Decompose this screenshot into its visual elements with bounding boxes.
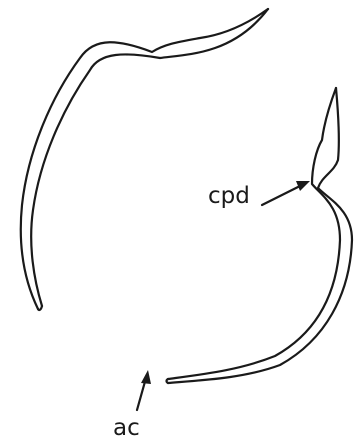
left-shell-outline — [21, 9, 268, 310]
cpd-annotation: cpd — [208, 181, 310, 209]
right-shell-outline — [167, 88, 353, 383]
ac-label: ac — [113, 415, 140, 441]
cpd-label: cpd — [208, 183, 250, 209]
ac-annotation: ac — [113, 370, 151, 441]
ac-arrowhead — [141, 370, 151, 384]
cpd-arrow-shaft — [262, 185, 302, 205]
cpd-arrowhead — [296, 181, 310, 191]
